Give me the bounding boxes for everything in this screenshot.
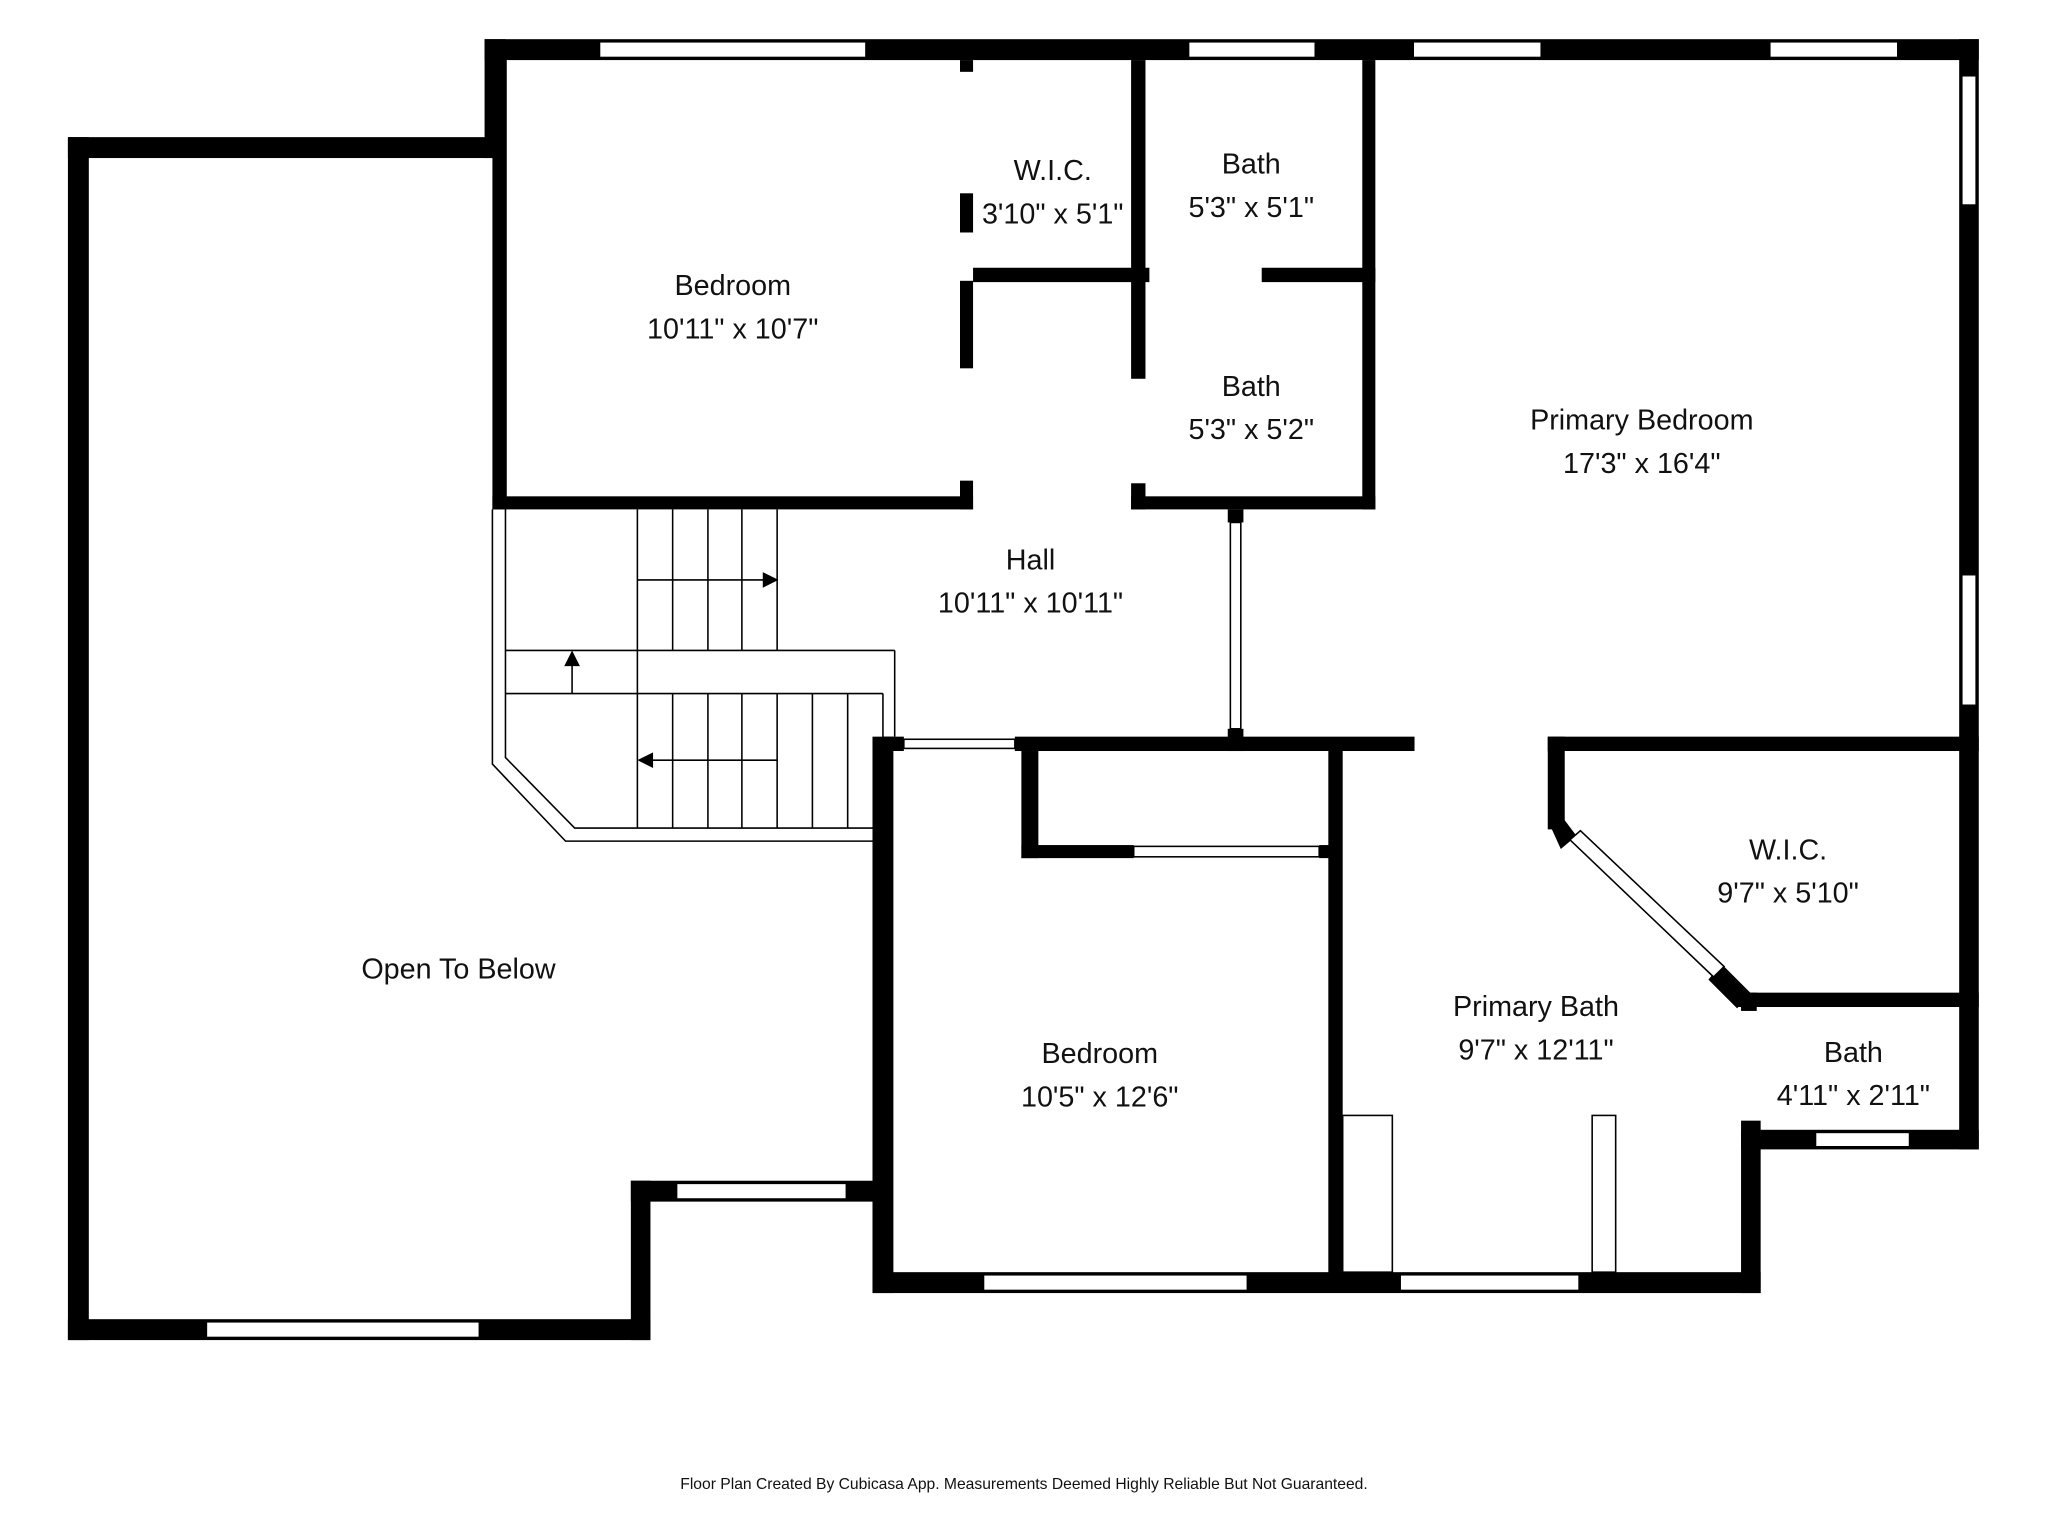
room-name: Bedroom — [674, 270, 791, 302]
room-size: 10'11" x 10'7" — [647, 313, 818, 345]
room-name: Primary Bedroom — [1530, 405, 1753, 437]
room-size: 3'10" x 5'1" — [982, 198, 1124, 230]
room-name: W.I.C. — [1014, 155, 1092, 187]
room-size: 5'3" x 5'1" — [1188, 192, 1314, 224]
stair-arrow-icon — [564, 650, 580, 667]
room-name: Open To Below — [361, 953, 556, 985]
room-size: 5'3" x 5'2" — [1188, 414, 1314, 446]
room-size: 10'11" x 10'11" — [938, 588, 1123, 620]
room-name: Hall — [1006, 544, 1055, 576]
room-labels: Bedroom 10'11" x 10'7" W.I.C. 3'10" x 5'… — [361, 149, 1930, 1114]
walls — [67, 39, 1979, 1341]
stair-arrow-icon — [762, 572, 779, 588]
room-size: 9'7" x 12'11" — [1458, 1034, 1613, 1066]
windows — [205, 41, 1977, 1339]
footer-disclaimer: Floor Plan Created By Cubicasa App. Meas… — [680, 1476, 1368, 1493]
stair-arrow-icon — [637, 752, 654, 768]
room-name: Bath — [1222, 371, 1281, 403]
stairs — [491, 509, 896, 842]
room-name: W.I.C. — [1749, 834, 1827, 866]
room-name: Primary Bath — [1453, 991, 1619, 1023]
room-name: Bath — [1824, 1037, 1883, 1069]
room-name: Bath — [1222, 149, 1281, 181]
room-size: 4'11" x 2'11" — [1777, 1080, 1930, 1112]
room-name: Bedroom — [1041, 1038, 1158, 1070]
room-size: 17'3" x 16'4" — [1563, 448, 1721, 480]
room-size: 9'7" x 5'10" — [1717, 878, 1859, 910]
room-size: 10'5" x 12'6" — [1021, 1081, 1179, 1113]
